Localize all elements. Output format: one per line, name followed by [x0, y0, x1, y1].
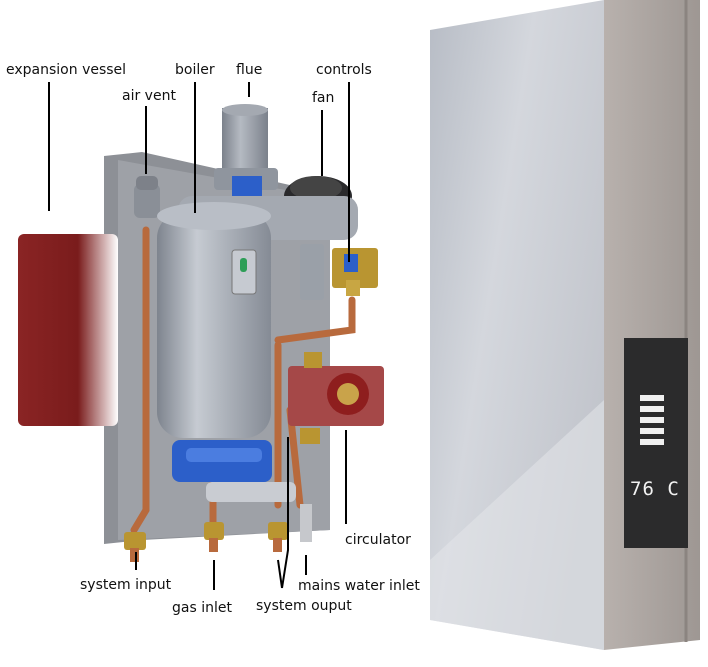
boiler-badge-light — [240, 258, 247, 272]
controls-valve-blue — [344, 254, 358, 272]
temperature-readout: 76 C — [630, 478, 680, 500]
flue-top — [222, 104, 268, 116]
pump-valve-top — [304, 352, 322, 368]
label-mains-water-inlet: mains water inlet — [298, 578, 420, 594]
mains-inlet-stub — [300, 504, 312, 542]
level-bar — [640, 395, 664, 401]
boiler-tank — [157, 212, 271, 438]
air-vent-body — [134, 184, 160, 218]
casing-reflection — [430, 400, 604, 650]
air-vent-cap — [136, 176, 158, 190]
heat-exchanger — [206, 482, 296, 502]
level-bar — [640, 439, 664, 445]
fan-top — [290, 176, 342, 200]
burner-base-shade — [186, 448, 262, 462]
label-system-input: system input — [80, 577, 172, 593]
label-fan: fan — [312, 90, 335, 106]
flue-blue-ring — [232, 176, 262, 198]
leader-lines — [48, 82, 350, 590]
pipe-stubs — [130, 538, 282, 562]
label-boiler: boiler — [175, 62, 215, 78]
label-air-vent: air vent — [122, 88, 176, 104]
label-flue: flue — [236, 62, 263, 78]
level-bar — [640, 406, 664, 412]
level-bar — [640, 428, 664, 434]
label-system-output: system ouput — [256, 598, 352, 614]
level-bar — [640, 417, 664, 423]
label-expansion-vessel: expansion vessel — [6, 62, 127, 78]
leader-system-output — [281, 437, 289, 589]
boiler-tank-top — [157, 202, 271, 230]
level-bars — [640, 395, 664, 445]
flue-pipe — [222, 108, 268, 178]
label-gas-inlet: gas inlet — [172, 600, 232, 616]
controls-block — [300, 244, 324, 300]
label-controls: controls — [316, 62, 372, 78]
controls-valve-cap — [346, 280, 360, 296]
expansion-vessel — [18, 234, 118, 426]
label-circulator: circulator — [345, 532, 411, 548]
pump-valve-bottom — [300, 428, 320, 444]
pump-motor-cap — [337, 383, 359, 405]
brass-fittings — [124, 522, 288, 550]
leader-system-output-2 — [277, 559, 283, 589]
